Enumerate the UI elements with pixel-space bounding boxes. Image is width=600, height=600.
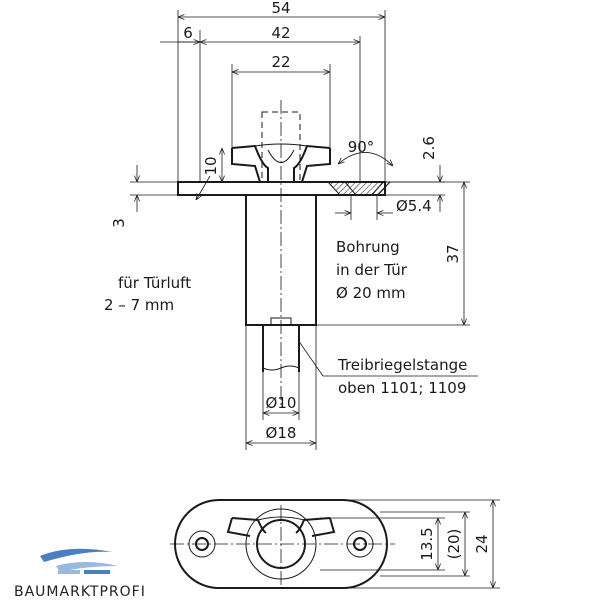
dim-22: 22 [271, 53, 290, 71]
dim-dia-10: Ø10 [266, 394, 297, 412]
logo-text: BAUMARKTPROFI [14, 584, 146, 600]
dim-20: (20) [445, 529, 463, 560]
dim-6: 6 [183, 24, 193, 42]
countersink-cone [344, 181, 384, 196]
logo-bar-1 [58, 570, 80, 574]
dim-24: 24 [473, 534, 491, 553]
dim-dia-18: Ø18 [266, 424, 297, 442]
top-view-dimension-lines [438, 500, 493, 588]
dim-37: 37 [444, 244, 462, 263]
brand-logo: BAUMARKTPROFI [14, 548, 146, 600]
note-door-clearance-1: für Türluft [118, 274, 191, 292]
dimension-lines [137, 17, 478, 443]
body-slot [270, 317, 292, 326]
dim-2-6: 2.6 [420, 136, 438, 160]
note-bore-1: Bohrung [336, 238, 400, 256]
latch-head [231, 144, 331, 183]
side-view: 54 6 42 22 10 3 90° 2.6 Ø5.4 37 Ø10 Ø18 … [104, 0, 478, 450]
logo-bar-2 [84, 570, 110, 574]
latch-wings [226, 517, 336, 537]
rod-break [262, 365, 300, 371]
dim-90-degrees: 90° [348, 138, 375, 156]
top-view: 13.5 (20) 24 [170, 499, 500, 589]
note-rod-2: oben 1101; 1109 [338, 379, 466, 397]
dim-10: 10 [202, 156, 220, 175]
rod-hidden-top [261, 111, 301, 183]
note-door-clearance-2: 2 – 7 mm [104, 296, 174, 314]
dim-54: 54 [271, 0, 290, 17]
extension-lines [130, 10, 470, 450]
dim-13-5: 13.5 [418, 527, 436, 560]
note-rod-1: Treibriegelstange [337, 356, 467, 374]
dim-42: 42 [271, 24, 290, 42]
dim-dia-5-4: Ø5.4 [396, 197, 432, 215]
logo-swoosh-light [56, 562, 118, 572]
note-bore-2: in der Tür [336, 261, 408, 279]
logo-swoosh-dark [40, 548, 112, 562]
dim-3: 3 [110, 218, 128, 228]
top-view-extension-lines [281, 499, 500, 589]
note-bore-3: Ø 20 mm [336, 284, 406, 302]
